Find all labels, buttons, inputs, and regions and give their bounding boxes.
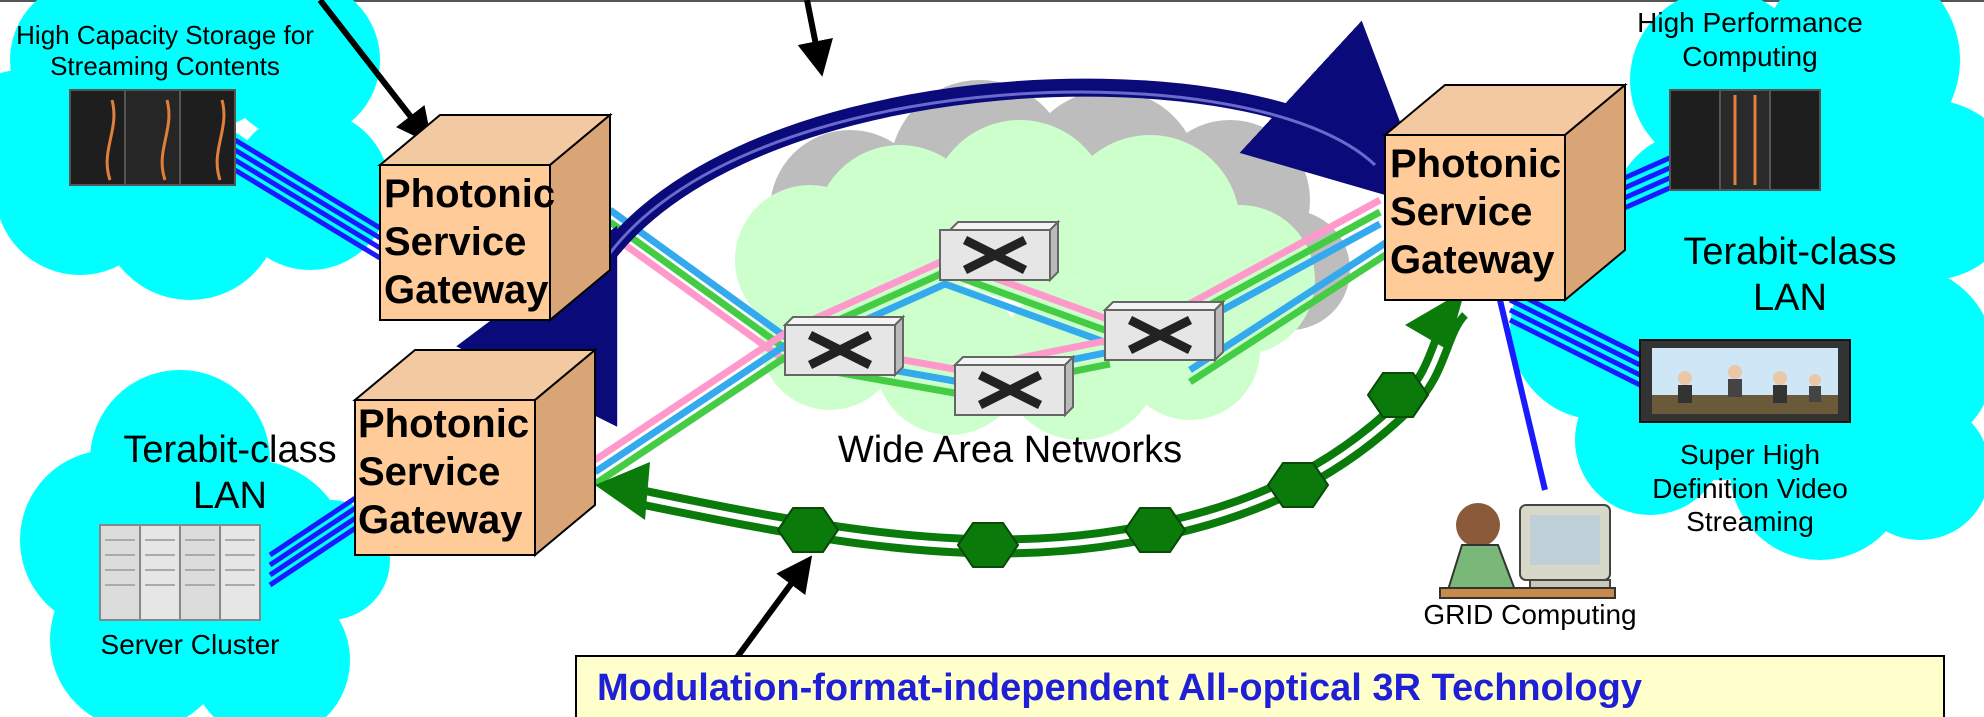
gateway-label-line2: Service bbox=[1390, 190, 1533, 234]
video-label-line2: Definition Video bbox=[1652, 472, 1848, 504]
switch-node-right bbox=[1102, 299, 1226, 363]
gateway-label-line1: Photonic bbox=[1390, 142, 1562, 186]
gateway-label-line3: Gateway bbox=[384, 268, 549, 312]
video-label-line3: Streaming bbox=[1686, 506, 1814, 538]
regenerator-node bbox=[776, 507, 840, 553]
video-display-icon bbox=[1639, 339, 1851, 423]
grid-label: GRID Computing bbox=[1390, 598, 1670, 632]
technology-banner: Modulation-format-independent All-optica… bbox=[575, 655, 1945, 717]
lan-left-label-line2: LAN bbox=[193, 474, 267, 517]
lan-right-label: Terabit-class LAN bbox=[1640, 230, 1940, 321]
gateway-label-line2: Service bbox=[358, 450, 501, 494]
gateway-label-top-left: Photonic Service Gateway bbox=[384, 170, 555, 314]
gateway-label-right: Photonic Service Gateway bbox=[1390, 140, 1561, 284]
lan-left-label-line1: Terabit-class bbox=[123, 429, 337, 471]
switch-node-bottom bbox=[952, 354, 1076, 418]
gateway-label-line3: Gateway bbox=[1390, 238, 1555, 282]
hpc-label-line2: Computing bbox=[1682, 40, 1818, 72]
switch-node-left bbox=[782, 314, 906, 378]
blue-lan-lines bbox=[233, 137, 1712, 588]
server-cluster-icon bbox=[99, 524, 261, 621]
grid-user-icon bbox=[1439, 503, 1616, 599]
storage-label-line2: Streaming Contents bbox=[50, 51, 280, 82]
storage-label-line1: High Capacity Storage for bbox=[16, 20, 314, 50]
cluster-label-text: Server Cluster bbox=[100, 629, 280, 660]
technology-banner-text: Modulation-format-independent All-optica… bbox=[597, 667, 1642, 709]
video-label-line1: Super High bbox=[1679, 439, 1821, 470]
cloud-bottom-left bbox=[20, 370, 390, 717]
gateway-box-right bbox=[1382, 82, 1628, 303]
pointer-arrows bbox=[317, 0, 833, 662]
gateway-box-top-left bbox=[377, 112, 613, 323]
gateway-label-line1: Photonic bbox=[384, 172, 556, 216]
wan-label: Wide Area Networks bbox=[780, 428, 1240, 474]
regenerator-node bbox=[956, 522, 1020, 568]
gateway-box-bottom-left bbox=[352, 347, 598, 558]
video-label: Super High Definition Video Streaming bbox=[1610, 438, 1890, 539]
regenerator-node bbox=[1123, 507, 1187, 553]
cluster-label: Server Cluster bbox=[60, 628, 320, 662]
gateway-label-line2: Service bbox=[384, 220, 527, 264]
hpc-label-line1: High Performance bbox=[1637, 7, 1863, 38]
storage-racks-icon bbox=[69, 89, 236, 186]
storage-label: High Capacity Storage for Streaming Cont… bbox=[0, 20, 330, 82]
gateway-label-line3: Gateway bbox=[358, 498, 523, 542]
gateway-label-bottom-left: Photonic Service Gateway bbox=[358, 400, 529, 544]
regenerator-node bbox=[1366, 372, 1430, 418]
wan-label-text: Wide Area Networks bbox=[837, 429, 1183, 471]
gateway-label-line1: Photonic bbox=[358, 402, 530, 446]
regenerator-nodes bbox=[776, 372, 1430, 568]
hpc-label: High Performance Computing bbox=[1610, 6, 1890, 73]
supercomputer-icon bbox=[1669, 89, 1821, 191]
lan-left-label: Terabit-class LAN bbox=[90, 428, 370, 519]
switch-node-top bbox=[939, 219, 1061, 283]
lan-right-label-line2: LAN bbox=[1753, 276, 1827, 319]
grid-label-text: GRID Computing bbox=[1423, 599, 1637, 630]
lan-right-label-line1: Terabit-class bbox=[1683, 231, 1897, 273]
regenerator-node bbox=[1266, 462, 1330, 508]
